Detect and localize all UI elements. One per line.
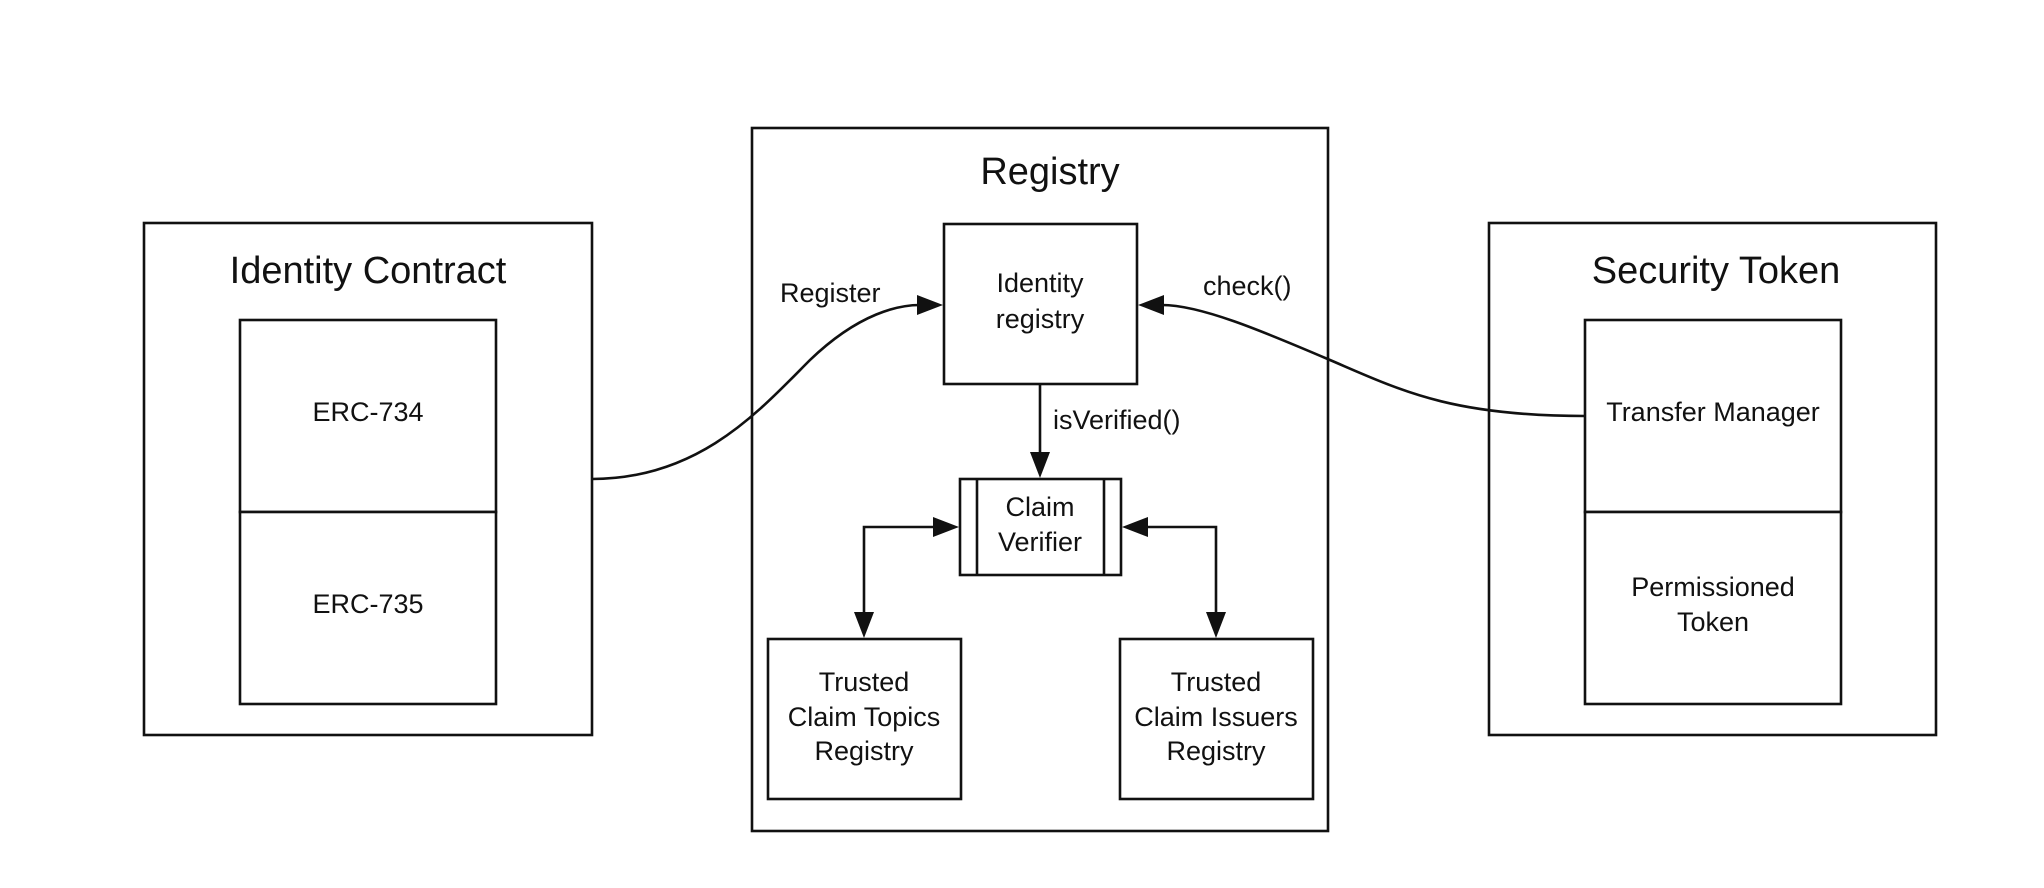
check-label: check()	[1203, 271, 1292, 301]
registry-container: Registry Identity registry Claim Verifie…	[750, 126, 1330, 833]
is-verified-label: isVerified()	[1053, 405, 1181, 435]
transfer-manager-label: Transfer Manager	[1606, 397, 1820, 427]
permissioned-token-label-line-2: Token	[1677, 607, 1749, 637]
register-label: Register	[780, 278, 881, 308]
trusted-claim-topics-label-line-3: Registry	[814, 736, 914, 766]
claim-verifier-box	[958, 477, 1123, 577]
trusted-claim-issuers-label-line-3: Registry	[1166, 736, 1266, 766]
erc-734-label: ERC-734	[312, 397, 423, 427]
trusted-claim-issuers-registry-box	[1118, 637, 1315, 801]
security-token-title: Security Token	[1592, 250, 1841, 292]
permissioned-token-label-line-1: Permissioned	[1631, 572, 1795, 602]
trusted-claim-topics-label-line-1: Trusted	[819, 667, 910, 697]
identity-contract-container: Identity Contract ERC-734 ERC-735	[142, 221, 594, 737]
trusted-claim-topics-registry-box	[766, 637, 963, 801]
claim-verifier-topics-connector	[854, 517, 959, 638]
erc-735-box	[238, 510, 498, 706]
transfer-manager-box	[1583, 318, 1843, 514]
permissioned-token-box	[1583, 510, 1843, 706]
is-verified-connector	[1030, 384, 1050, 478]
register-connector	[591, 295, 943, 481]
registry-title: Registry	[980, 151, 1119, 193]
erc-735-label: ERC-735	[312, 589, 423, 619]
identity-registry-label-line-1: Identity	[996, 268, 1084, 298]
trusted-claim-issuers-label-line-2: Claim Issuers	[1134, 702, 1298, 732]
claim-verifier-label-line-1: Claim	[1005, 492, 1074, 522]
check-connector	[1138, 295, 1586, 418]
security-token-container: Security Token Transfer Manager Permissi…	[1487, 221, 1938, 737]
claim-verifier-label-line-2: Verifier	[998, 527, 1082, 557]
identity-registry-label-line-2: registry	[996, 304, 1085, 334]
identity-contract-title: Identity Contract	[230, 250, 507, 292]
claim-verifier-issuers-connector	[1122, 517, 1226, 638]
trusted-claim-issuers-label-line-1: Trusted	[1171, 667, 1262, 697]
trusted-claim-topics-label-line-2: Claim Topics	[788, 702, 941, 732]
erc-734-box	[238, 318, 498, 514]
